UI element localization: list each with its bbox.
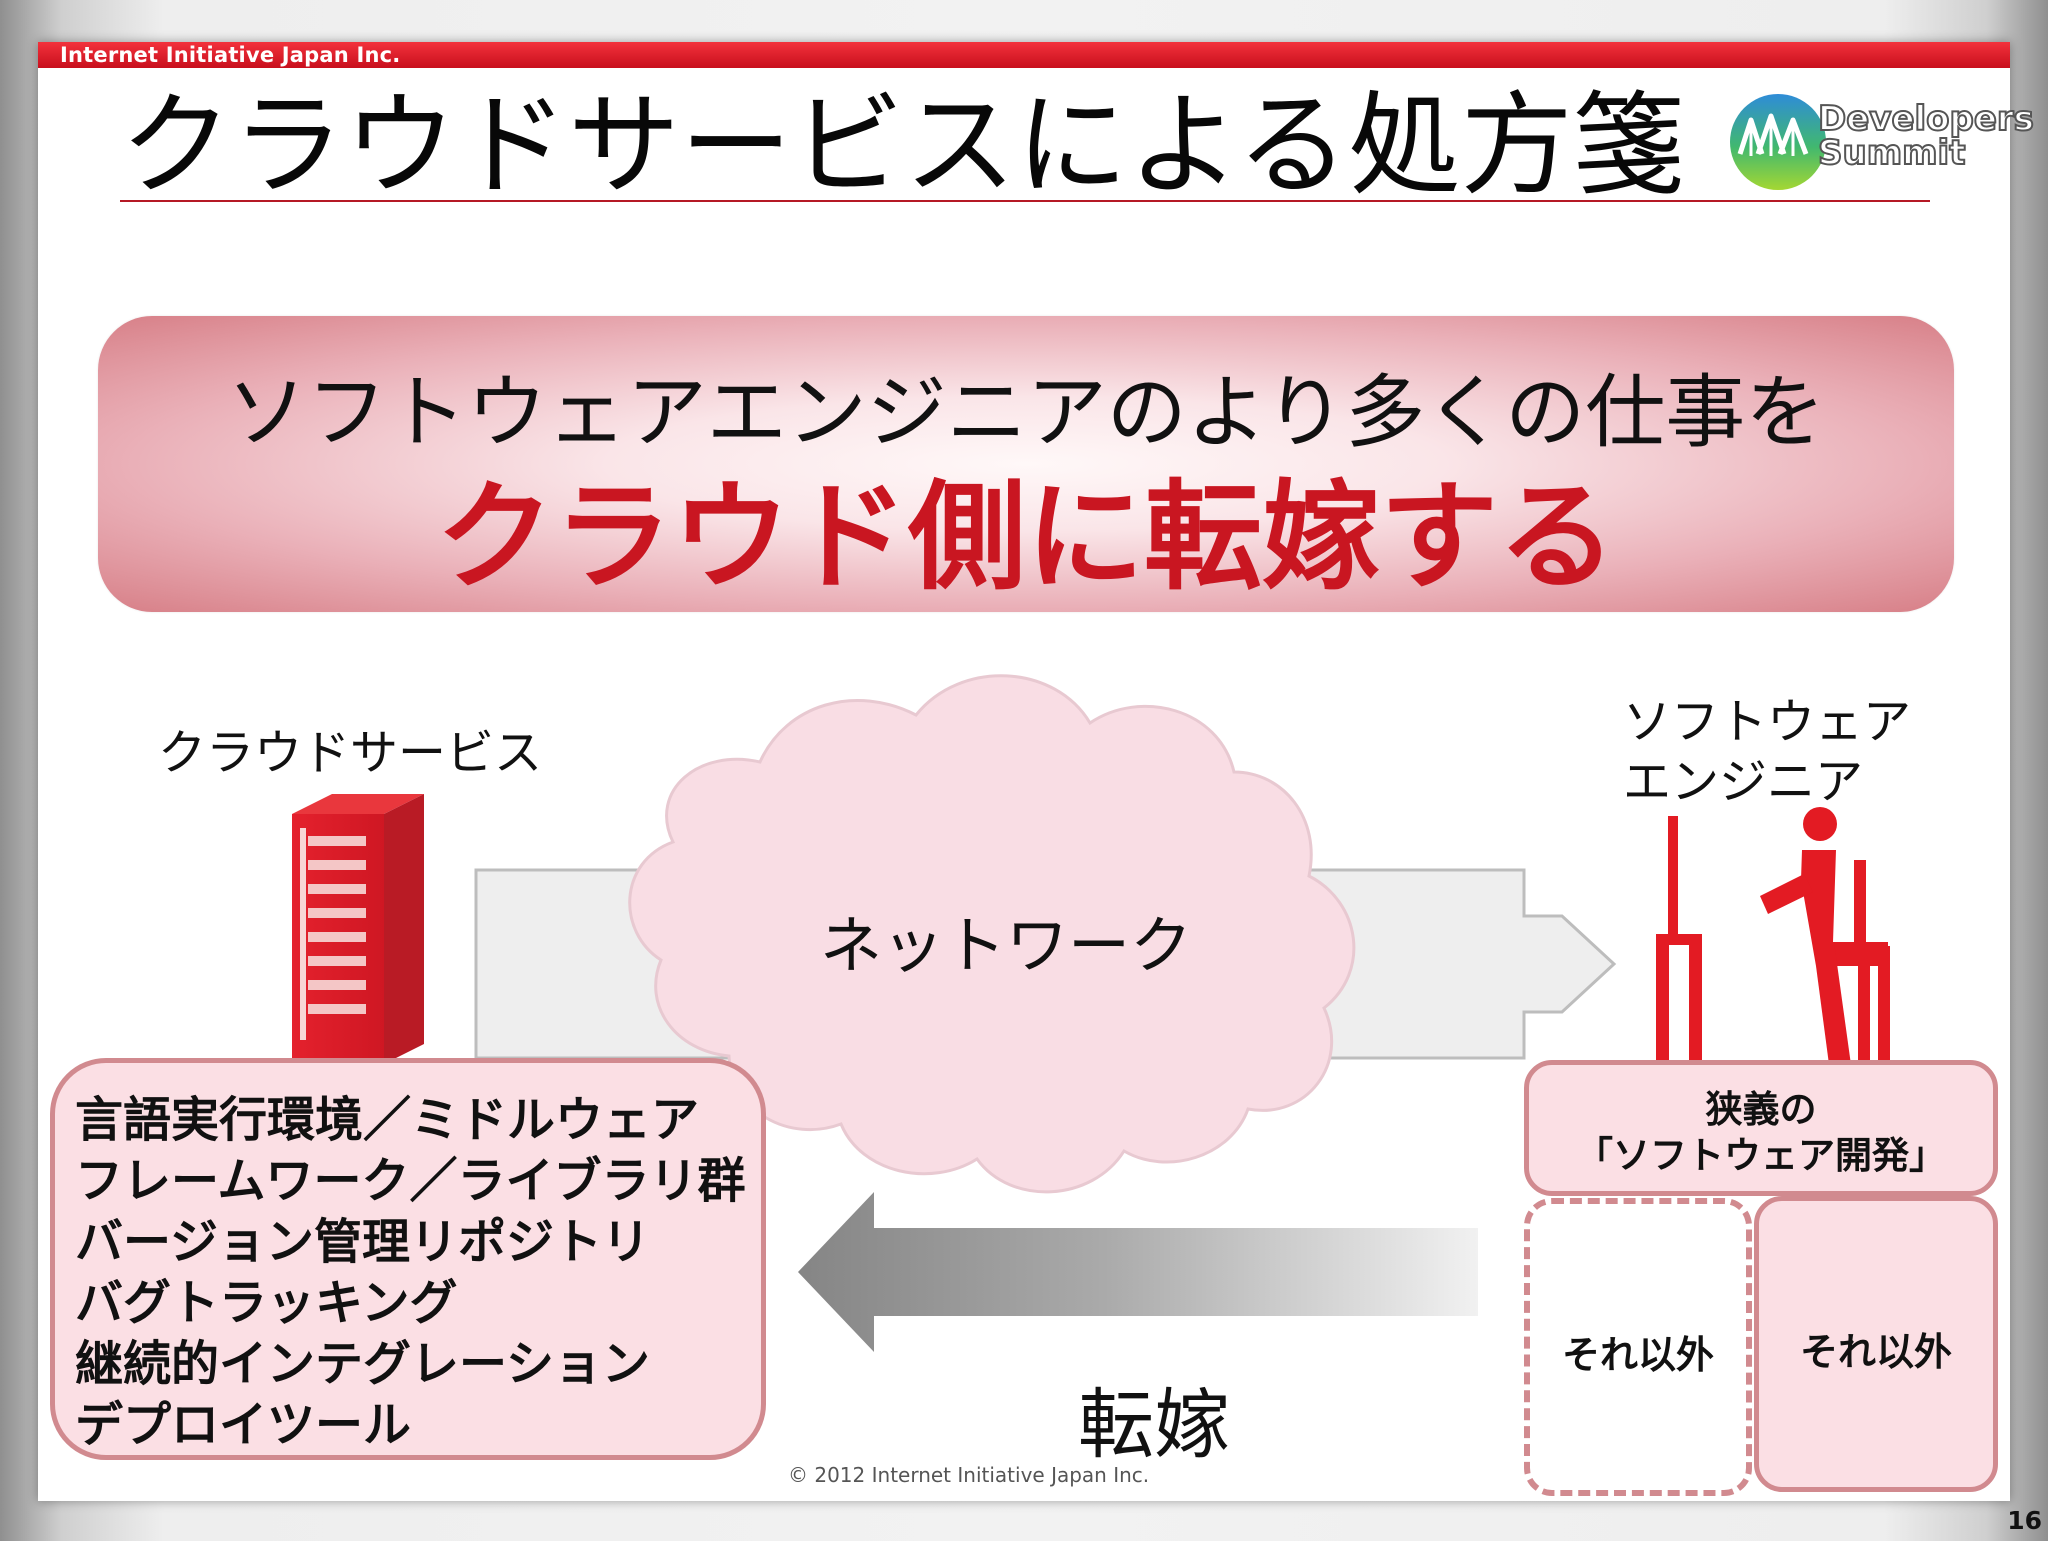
service-item: バージョン管理リポジトリ — [75, 1214, 651, 1270]
narrow-development-title: 狭義の — [1705, 1088, 1817, 1131]
headline-line-1: ソフトウェアエンジニアのより多くの仕事を — [226, 366, 1826, 459]
developers-summit-logo: Developers Summit — [1726, 84, 2035, 200]
page-number: 16 — [2007, 1506, 2042, 1535]
title-rule — [120, 200, 1930, 202]
transfer-label: 転嫁 — [1078, 1380, 1230, 1469]
engineer-label: ソフトウェア エンジニア — [1623, 694, 1912, 810]
service-item: バグトラッキング — [75, 1275, 458, 1331]
diagram-graphics — [292, 674, 1890, 1352]
narrow-development-box: 狭義の 「ソフトウェア開発」 — [1524, 1060, 1998, 1196]
cloud-service-label: クラウドサービス — [158, 725, 543, 781]
logo-text: Developers Summit — [1817, 99, 2035, 173]
company-tag: Internet Initiative Japan Inc. — [60, 43, 401, 67]
headline-box: ソフトウェアエンジニアのより多くの仕事を クラウド側に転嫁する — [98, 316, 1954, 612]
other-tasks-solid-box: それ以外 — [1754, 1196, 1998, 1492]
service-item: フレームワーク／ライブラリ群 — [75, 1153, 746, 1209]
service-item: 言語実行環境／ミドルウェア — [75, 1092, 700, 1148]
top-bar: Internet Initiative Japan Inc. — [38, 42, 2010, 68]
summit-logo-icon — [1730, 94, 1826, 190]
other-tasks-dashed-box: それ以外 — [1524, 1198, 1752, 1496]
engineer-icon — [1656, 807, 1890, 1074]
page-title: クラウドサービスによる処方箋 — [120, 81, 1685, 211]
other-tasks-right-label: それ以外 — [1799, 1330, 1952, 1374]
services-box: 言語実行環境／ミドルウェア フレームワーク／ライブラリ群 バージョン管理リポジト… — [50, 1058, 766, 1460]
narrow-development-subtitle: 「ソフトウェア開発」 — [1576, 1134, 1946, 1177]
service-item: デプロイツール — [75, 1397, 412, 1453]
transfer-arrow — [798, 1192, 1478, 1352]
other-tasks-left-label: それ以外 — [1561, 1333, 1714, 1377]
footer-copyright: © 2012 Internet Initiative Japan Inc. — [788, 1463, 1150, 1487]
server-icon — [292, 794, 424, 1064]
headline-line-2: クラウド側に転嫁する — [435, 468, 1616, 606]
services-list: 言語実行環境／ミドルウェア フレームワーク／ライブラリ群 バージョン管理リポジト… — [75, 1090, 746, 1456]
slide: Internet Initiative Japan Inc. クラウドサービスに… — [38, 42, 2035, 1501]
network-label: ネットワーク — [820, 909, 1193, 982]
service-item: 継続的インテグレーション — [75, 1336, 651, 1392]
